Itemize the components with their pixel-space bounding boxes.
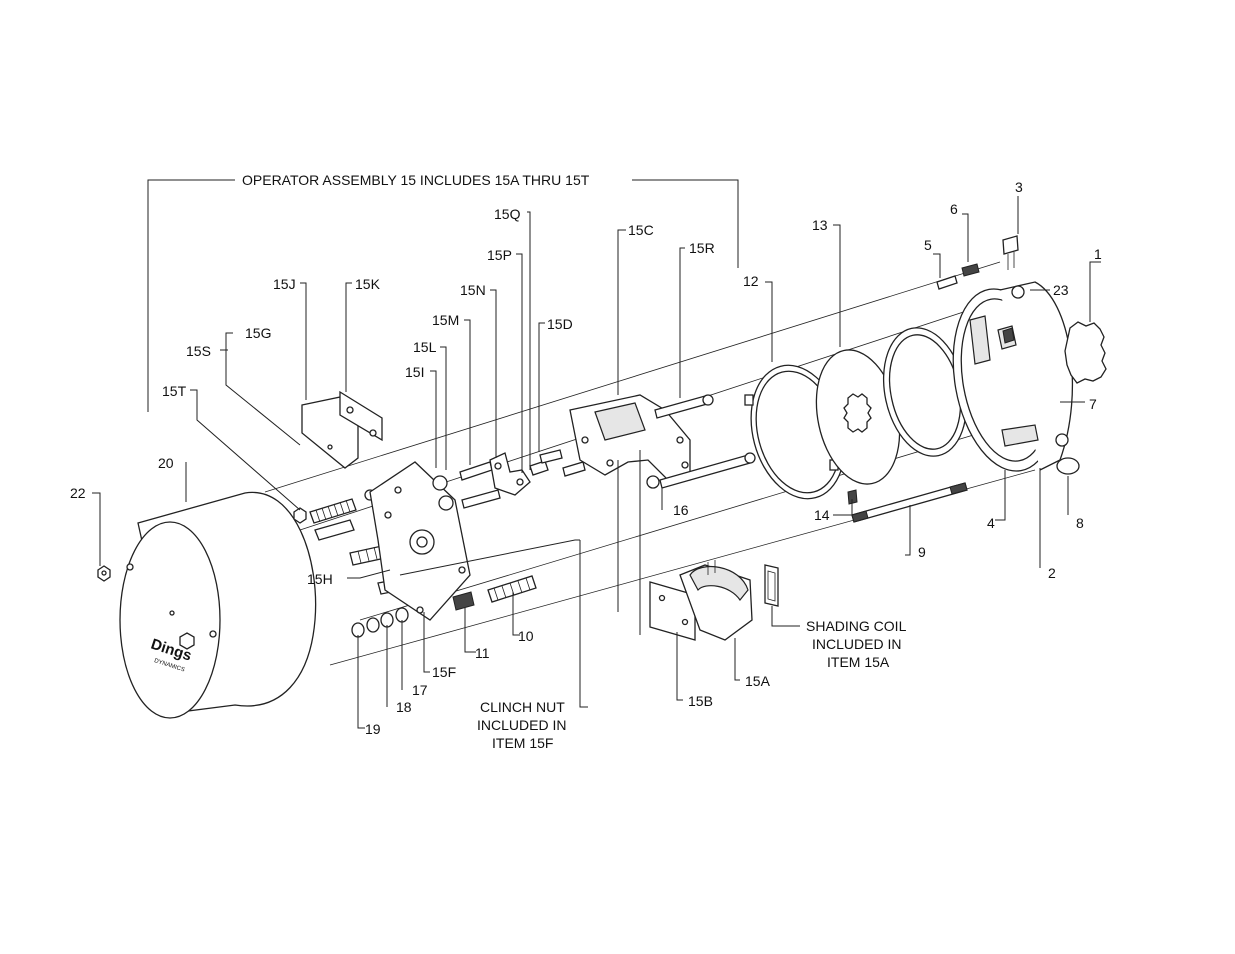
washers-17-18-19 (352, 608, 408, 637)
shading-coil-note: SHADING COIL INCLUDED IN ITEM 15A (806, 618, 907, 670)
callout-15p: 15P (487, 247, 512, 263)
callout-15l: 15L (413, 339, 437, 355)
callout-15n: 15N (460, 282, 486, 298)
callout-13: 13 (812, 217, 828, 233)
callout-3: 3 (1015, 179, 1023, 195)
shading-coil (765, 565, 778, 606)
callout-19: 19 (365, 721, 381, 737)
callout-14: 14 (814, 507, 830, 523)
callout-11: 11 (475, 645, 490, 661)
operator-assembly-note: OPERATOR ASSEMBLY 15 INCLUDES 15A THRU 1… (242, 172, 590, 188)
spring-11 (453, 592, 474, 610)
callout-5: 5 (924, 237, 932, 253)
shading-coil-note-line2: INCLUDED IN (812, 636, 901, 652)
callout-20: 20 (158, 455, 174, 471)
screws-15d (530, 450, 585, 476)
callout-15q: 15Q (494, 206, 521, 222)
callout-15h: 15H (307, 571, 333, 587)
callout-15j: 15J (273, 276, 296, 292)
callout-15b: 15B (688, 693, 713, 709)
oring-8 (1057, 458, 1079, 474)
shading-coil-note-line1: SHADING COIL (806, 618, 907, 634)
callout-15s: 15S (186, 343, 211, 359)
callout-15f: 15F (432, 664, 456, 680)
clinch-nut-note-line2: INCLUDED IN (477, 717, 566, 733)
operator-assembly-bracket: OPERATOR ASSEMBLY 15 INCLUDES 15A THRU 1… (148, 172, 738, 412)
clinch-nut-note: CLINCH NUT INCLUDED IN ITEM 15F (477, 699, 566, 751)
callout-6: 6 (950, 201, 958, 217)
cover-housing: Dings DYNAMICS (120, 492, 316, 718)
shading-coil-note-line3: ITEM 15A (827, 654, 890, 670)
callout-9: 9 (918, 544, 926, 560)
callout-15t: 15T (162, 383, 187, 399)
screws-5-6 (937, 264, 979, 289)
callout-15a: 15A (745, 673, 771, 689)
callout-18: 18 (396, 699, 412, 715)
clinch-nut-note-line1: CLINCH NUT (480, 699, 565, 715)
callout-16: 16 (673, 502, 689, 518)
spring-10 (488, 576, 536, 602)
callout-2: 2 (1048, 565, 1056, 581)
callout-1: 1 (1094, 246, 1102, 262)
callout-23: 23 (1053, 282, 1069, 298)
callout-15r: 15R (689, 240, 715, 256)
pole-pieces-15j-15k (302, 392, 382, 468)
nut-22 (98, 566, 110, 581)
callout-7: 7 (1089, 396, 1097, 412)
callout-15m: 15M (432, 312, 459, 328)
callout-15k: 15K (355, 276, 381, 292)
callout-4: 4 (987, 515, 995, 531)
screws-15m-15n (433, 462, 500, 510)
bracket-15n (490, 453, 530, 495)
end-housing-2 (940, 281, 1073, 480)
callout-15g: 15G (245, 325, 271, 341)
callout-12: 12 (743, 273, 759, 289)
hub-1 (1065, 322, 1106, 383)
clinch-nut-note-line3: ITEM 15F (492, 735, 553, 751)
spring-23 (1003, 328, 1014, 343)
callout-8: 8 (1076, 515, 1084, 531)
callout-10: 10 (518, 628, 534, 644)
screw-3 (1003, 236, 1018, 270)
callout-15d: 15D (547, 316, 573, 332)
callout-15c: 15C (628, 222, 654, 238)
callout-17: 17 (412, 682, 428, 698)
callout-22: 22 (70, 485, 86, 501)
callout-15i: 15I (405, 364, 424, 380)
